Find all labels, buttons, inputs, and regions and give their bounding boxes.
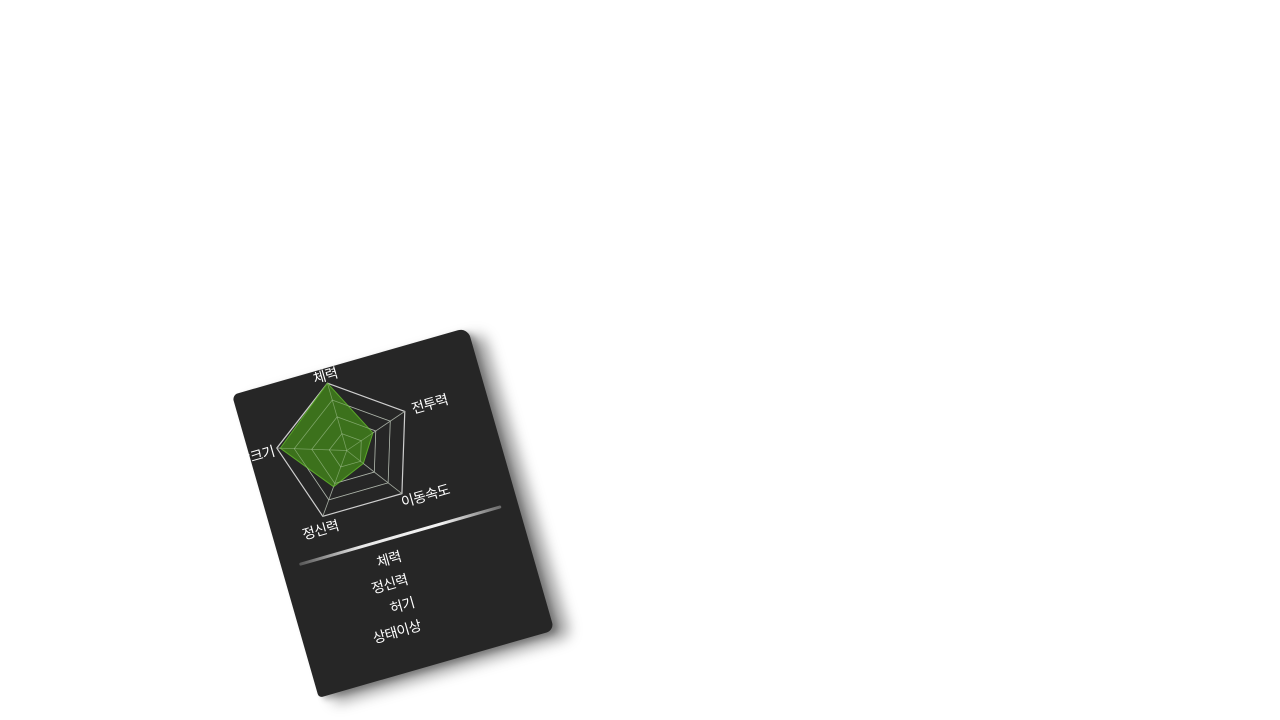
radar-spoke-overlay <box>322 450 348 517</box>
status-card: 체력 전투력 이동속도 정신력 가방크기 체력 정신력 허기 상태이상 <box>225 327 555 698</box>
radar-spoke-overlay <box>346 411 405 451</box>
radar-ring <box>276 382 406 517</box>
radar-ring-overlay <box>311 416 377 484</box>
radar-ring-overlay <box>293 399 391 501</box>
radar-spoke-overlay <box>346 450 403 494</box>
radar-stat-shape <box>279 382 374 488</box>
radar-chart <box>276 382 406 517</box>
radar-spoke-overlay <box>276 447 347 451</box>
status-card-wrapper: 체력 전투력 이동속도 정신력 가방크기 체력 정신력 허기 상태이상 <box>225 327 555 698</box>
radar-spoke-overlay <box>327 383 348 451</box>
radar-ring-overlay <box>328 433 362 468</box>
